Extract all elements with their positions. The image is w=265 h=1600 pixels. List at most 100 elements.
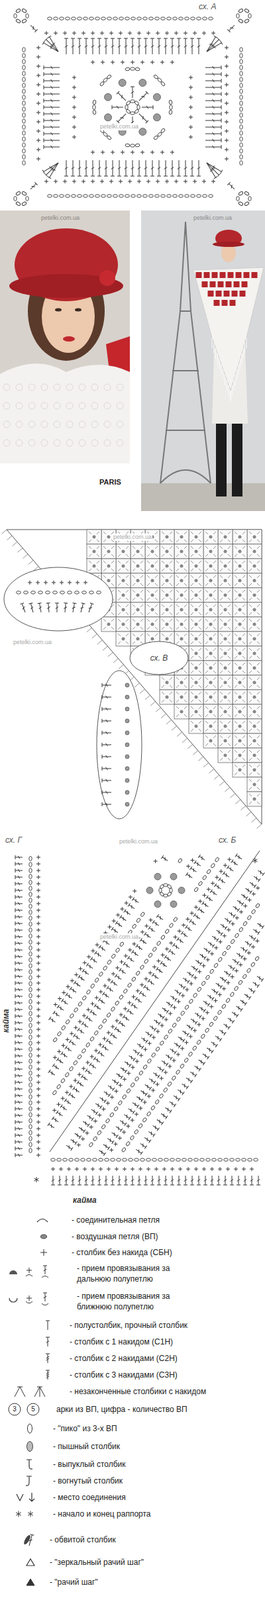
photo-left [53,384,61,391]
shawl-layout [209,594,213,598]
shawl-layout [205,648,216,660]
shawl-layout [174,617,189,633]
edge-chart [80,1159,86,1163]
edge-chart [29,958,32,964]
shawl-layout [151,594,155,598]
edge-chart [36,1094,41,1099]
shawl-layout [194,696,199,700]
edge-chart [192,1046,197,1052]
motif-chart [22,143,26,148]
edge-chart [194,905,199,910]
edge-chart [206,1159,211,1163]
edge-chart [166,884,173,890]
shawl-layout [234,721,246,733]
shawl-layout [247,763,262,778]
edge-chart [194,1159,199,1163]
edge-chart [61,1044,66,1049]
motif-chart [43,65,60,70]
motif-chart [22,155,26,160]
edge-chart [223,970,232,978]
edge-chart [186,865,191,870]
shawl-layout [136,608,140,613]
shawl-layout [190,648,202,660]
edge-chart [139,991,148,1000]
motif-chart [22,101,26,106]
edge-chart [125,1089,131,1095]
shawl-layout [219,663,231,674]
edge-chart [131,1048,140,1057]
motif-chart [101,17,106,20]
edge-chart [119,942,124,948]
edge-chart [15,928,23,933]
shawl-layout [161,604,173,616]
photo-left [99,270,116,287]
shawl-layout [130,544,146,560]
edge-chart [15,889,23,894]
shawl-layout [147,575,158,587]
edge-chart [29,964,32,970]
motif-chart [97,160,102,177]
edge-chart [65,993,74,1002]
shawl-layout [125,802,130,807]
edge-chart [160,954,165,958]
edge-chart [229,1159,235,1163]
motif-chart [43,92,60,97]
edge-chart [86,1114,95,1122]
shawl-layout [176,575,187,587]
edge-chart [100,1124,106,1131]
edge-chart [36,875,41,880]
photo-left [0,363,130,464]
edge-chart [164,1107,173,1115]
edge-chart [173,989,182,997]
shawl-layout [88,561,100,572]
shawl-layout [117,546,129,558]
shawl-layout [253,667,257,671]
edge-chart [29,1119,32,1125]
edge-chart [72,1034,81,1043]
edge-chart [128,1159,134,1163]
photo-right [210,281,216,288]
edge-chart [226,1016,235,1025]
photo-right [215,424,227,497]
edge-chart [147,1077,156,1086]
edge-chart [102,1107,106,1112]
shawl-layout [59,581,64,585]
shawl-layout [219,706,231,718]
edge-chart [36,942,41,947]
edge-chart [231,957,240,966]
edge-chart [217,957,223,963]
shawl-layout [145,617,160,633]
photo-right [208,290,214,297]
edge-chart [51,1159,56,1163]
motif-chart [62,179,67,184]
shawl-layout [161,575,173,587]
shawl-layout [203,573,218,589]
photo-left [78,439,86,447]
edge-chart [119,1066,128,1074]
edge-chart [52,1109,57,1113]
motif-chart [43,131,60,136]
shawl-layout [159,573,175,589]
edge-chart [135,989,140,994]
edge-chart [197,970,202,975]
motif-chart [208,194,214,198]
motif-chart [150,38,155,55]
edge-chart [194,861,203,869]
motif-chart [107,194,112,198]
motif-chart [157,38,161,55]
motif-chart [188,75,193,80]
motif-chart [47,35,61,53]
motif-chart [72,31,77,36]
shawl-layout [238,550,242,554]
shawl-layout [188,573,204,589]
edge-chart [85,1042,91,1049]
edge-chart [118,1119,127,1127]
edge-chart [172,1042,181,1050]
edge-chart [214,857,220,864]
photo-left [62,336,75,342]
motif-chart [95,194,101,198]
shawl-layout [125,791,130,795]
edge-chart [225,998,230,1004]
photo-left [41,384,48,391]
edge-chart [36,1081,41,1086]
